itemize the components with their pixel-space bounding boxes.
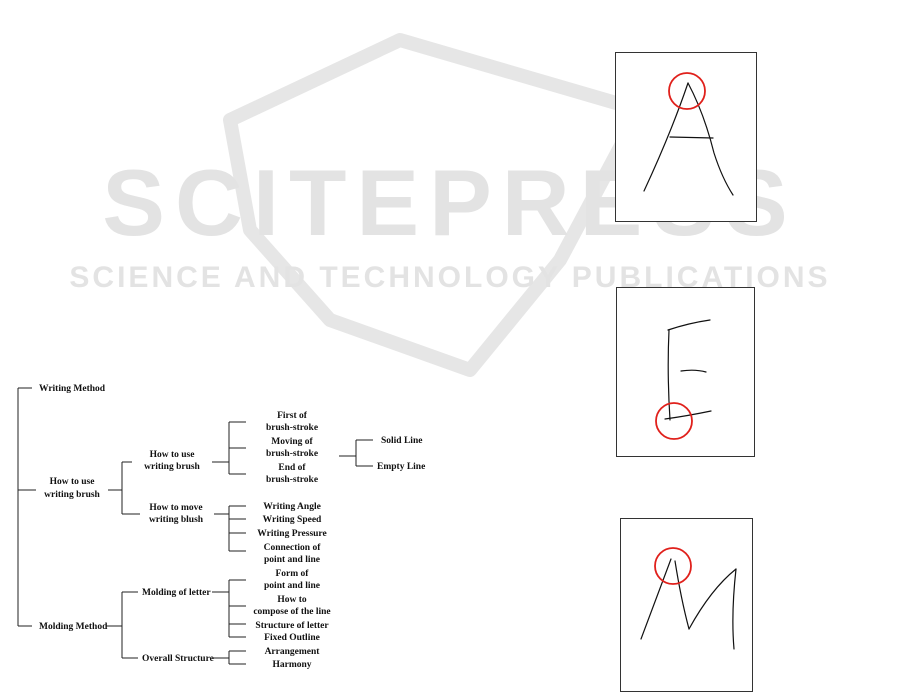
letter-a-panel: [615, 52, 757, 222]
node-connection-line1: Connection of: [264, 543, 322, 553]
node-how-to-use-brush-line1: How to use: [50, 477, 95, 487]
letter-e-panel: [616, 287, 755, 457]
node-end-stroke-line1: End of: [278, 463, 306, 473]
node-empty-line: Empty Line: [377, 462, 425, 472]
node-compose-line-line2: compose of the line: [253, 607, 330, 617]
node-use-brush-sub-line2: writing brush: [144, 462, 200, 472]
node-molding-method: Molding Method: [39, 622, 108, 632]
node-use-brush-sub-line1: How to use: [150, 450, 195, 460]
node-writing-speed: Writing Speed: [263, 515, 322, 525]
node-moving-stroke-line1: Moving of: [271, 437, 313, 447]
tree-connectors: [17, 387, 373, 665]
node-move-brush-line1: How to move: [149, 503, 202, 513]
node-arrangement: Arrangement: [265, 647, 321, 657]
node-fixed-outline: Fixed Outline: [264, 633, 320, 643]
node-overall-structure: Overall Structure: [142, 654, 214, 664]
letter-a-drawing: [643, 72, 734, 196]
node-writing-method: Writing Method: [39, 384, 106, 394]
node-how-to-use-brush-line2: writing brush: [44, 490, 100, 500]
node-writing-pressure: Writing Pressure: [257, 529, 326, 539]
highlight-circle: [655, 402, 693, 440]
node-solid-line: Solid Line: [381, 436, 422, 446]
node-moving-stroke-line2: brush-stroke: [266, 449, 318, 459]
node-structure-letter: Structure of letter: [255, 621, 329, 631]
highlight-circle: [654, 547, 692, 585]
node-end-stroke-line2: brush-stroke: [266, 475, 318, 485]
letter-m-panel: [620, 518, 753, 692]
letter-e-drawing: [655, 319, 712, 440]
node-move-brush-line2: writing blush: [149, 515, 204, 525]
node-compose-line-line1: How to: [277, 595, 307, 605]
node-first-stroke-line1: First of: [277, 411, 308, 421]
node-form-point-line2: point and line: [264, 581, 320, 591]
letter-m-drawing: [640, 547, 737, 650]
node-connection-line2: point and line: [264, 555, 320, 565]
node-harmony: Harmony: [272, 660, 311, 670]
node-form-point-line1: Form of: [276, 569, 310, 579]
node-first-stroke-line2: brush-stroke: [266, 423, 318, 433]
node-writing-angle: Writing Angle: [263, 502, 321, 512]
highlight-circle: [668, 72, 706, 110]
watermark-book-shape: [223, 33, 647, 377]
writing-method-tree: Writing Method How to use writing brush …: [17, 384, 425, 670]
node-molding-letter: Molding of letter: [142, 588, 211, 598]
